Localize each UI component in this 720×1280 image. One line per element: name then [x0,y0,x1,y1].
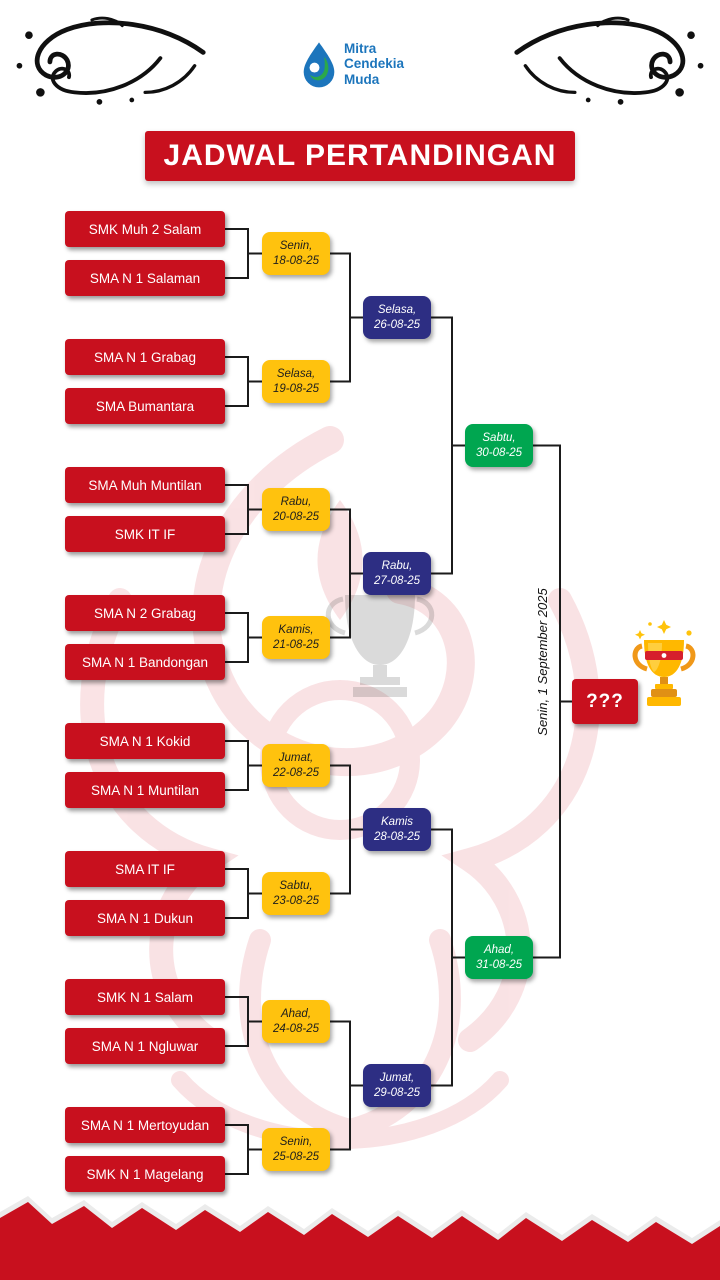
match-day: Sabtu, [482,431,516,444]
team-name: SMA N 1 Dukun [96,910,194,926]
team-box: SMK IT IF [65,516,225,552]
team-name: SMA N 1 Mertoyudan [80,1117,210,1133]
match-date: 26-08-25 [373,318,421,331]
match-day: Ahad, [483,943,515,956]
match-day: Jumat, [379,1071,415,1084]
match-box-round1: Kamis, 21-08-25 [262,616,330,659]
match-day: Rabu, [280,495,312,508]
page-title-banner: JADWAL PERTANDINGAN [145,131,575,181]
team-name: SMA N 1 Muntilan [90,782,200,798]
team-name: SMA Muh Muntilan [88,477,202,493]
match-date: 30-08-25 [475,446,523,459]
team-box: SMA N 1 Dukun [65,900,225,936]
team-name: SMK N 1 Magelang [86,1166,204,1182]
match-day: Selasa, [377,303,417,316]
match-date: 25-08-25 [272,1150,320,1163]
team-name: SMA N 1 Ngluwar [91,1038,199,1054]
match-day: Kamis, [278,623,314,636]
team-box: SMA Bumantara [65,388,225,424]
team-box: SMA N 1 Mertoyudan [65,1107,225,1143]
match-day: Jumat, [278,751,314,764]
match-box-round1: Rabu, 20-08-25 [262,488,330,531]
team-name: SMA N 1 Grabag [93,349,197,365]
match-day: Selasa, [276,367,316,380]
match-date: 27-08-25 [373,574,421,587]
match-box-round1: Sabtu, 23-08-25 [262,872,330,915]
match-day: Rabu, [381,559,413,572]
logo-drop-icon [303,42,335,88]
team-box: SMA Muh Muntilan [65,467,225,503]
match-box-round2: Kamis 28-08-25 [363,808,431,851]
champion-box: ??? [572,679,638,724]
logo-line3: Muda [344,71,380,87]
match-day: Senin, [279,239,313,252]
match-date: 19-08-25 [272,382,320,395]
trophy-watermark-icon [325,595,435,697]
team-box: SMK N 1 Magelang [65,1156,225,1192]
corner-flourish-right-icon [514,16,704,105]
team-name: SMK N 1 Salam [96,989,194,1005]
logo-text: Mitra Cendekia Muda [344,41,404,86]
match-day: Kamis [381,815,413,828]
torn-paper-edge [0,1196,720,1280]
match-date: 28-08-25 [373,830,421,843]
match-date: 29-08-25 [373,1086,421,1099]
corner-flourish-left-icon [16,16,206,105]
match-box-round1: Ahad, 24-08-25 [262,1000,330,1043]
final-date-label: Senin, 1 September 2025 [535,588,550,736]
logo-line2: Cendekia [344,56,405,72]
logo-line1: Mitra [344,41,377,57]
match-box-round3: Sabtu, 30-08-25 [465,424,533,467]
team-box: SMK N 1 Salam [65,979,225,1015]
match-box-round1: Senin, 18-08-25 [262,232,330,275]
match-box-round1: Senin, 25-08-25 [262,1128,330,1171]
match-day: Sabtu, [279,879,313,892]
team-name: SMK IT IF [114,526,176,542]
team-box: SMA N 1 Grabag [65,339,225,375]
match-box-round1: Jumat, 22-08-25 [262,744,330,787]
team-box: SMA N 1 Salaman [65,260,225,296]
team-name: SMA N 1 Bandongan [81,654,209,670]
team-box: SMA N 2 Grabag [65,595,225,631]
team-box: SMA N 1 Muntilan [65,772,225,808]
match-date: 22-08-25 [272,766,320,779]
team-box: SMA N 1 Bandongan [65,644,225,680]
team-name: SMK Muh 2 Salam [88,221,202,237]
champion-placeholder: ??? [586,690,624,712]
match-date: 20-08-25 [272,510,320,523]
match-date: 18-08-25 [272,254,320,267]
match-date: 21-08-25 [272,638,320,651]
team-name: SMA N 1 Salaman [89,270,201,286]
trophy-icon [632,620,696,706]
match-box-round3: Ahad, 31-08-25 [465,936,533,979]
team-box: SMA N 1 Ngluwar [65,1028,225,1064]
team-box: SMA IT IF [65,851,225,887]
team-name: SMA N 2 Grabag [93,605,197,621]
match-date: 24-08-25 [272,1022,320,1035]
team-name: SMA N 1 Kokid [99,733,191,749]
team-name: SMA Bumantara [95,398,195,414]
match-date: 31-08-25 [475,958,523,971]
match-date: 23-08-25 [272,894,320,907]
page-title: JADWAL PERTANDINGAN [163,139,557,172]
match-box-round1: Selasa, 19-08-25 [262,360,330,403]
match-day: Senin, [279,1135,313,1148]
match-box-round2: Rabu, 27-08-25 [363,552,431,595]
match-box-round2: Selasa, 26-08-25 [363,296,431,339]
team-box: SMK Muh 2 Salam [65,211,225,247]
team-name: SMA IT IF [115,861,175,877]
logo: Mitra Cendekia Muda [301,40,404,88]
match-box-round2: Jumat, 29-08-25 [363,1064,431,1107]
team-box: SMA N 1 Kokid [65,723,225,759]
match-day: Ahad, [280,1007,312,1020]
